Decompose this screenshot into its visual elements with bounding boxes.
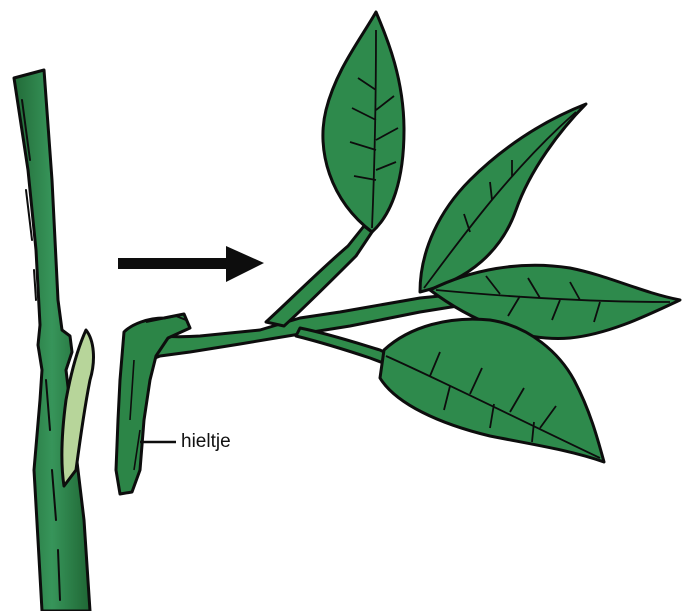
leaf-upper-right: [420, 104, 586, 292]
direction-arrow: [118, 246, 264, 282]
leaf-lower-right: [380, 319, 604, 462]
leaf-top: [323, 12, 404, 232]
cutting-with-heel: [116, 12, 680, 494]
heel-callout-label: hieltje: [181, 432, 231, 451]
parent-stem: [14, 70, 90, 611]
